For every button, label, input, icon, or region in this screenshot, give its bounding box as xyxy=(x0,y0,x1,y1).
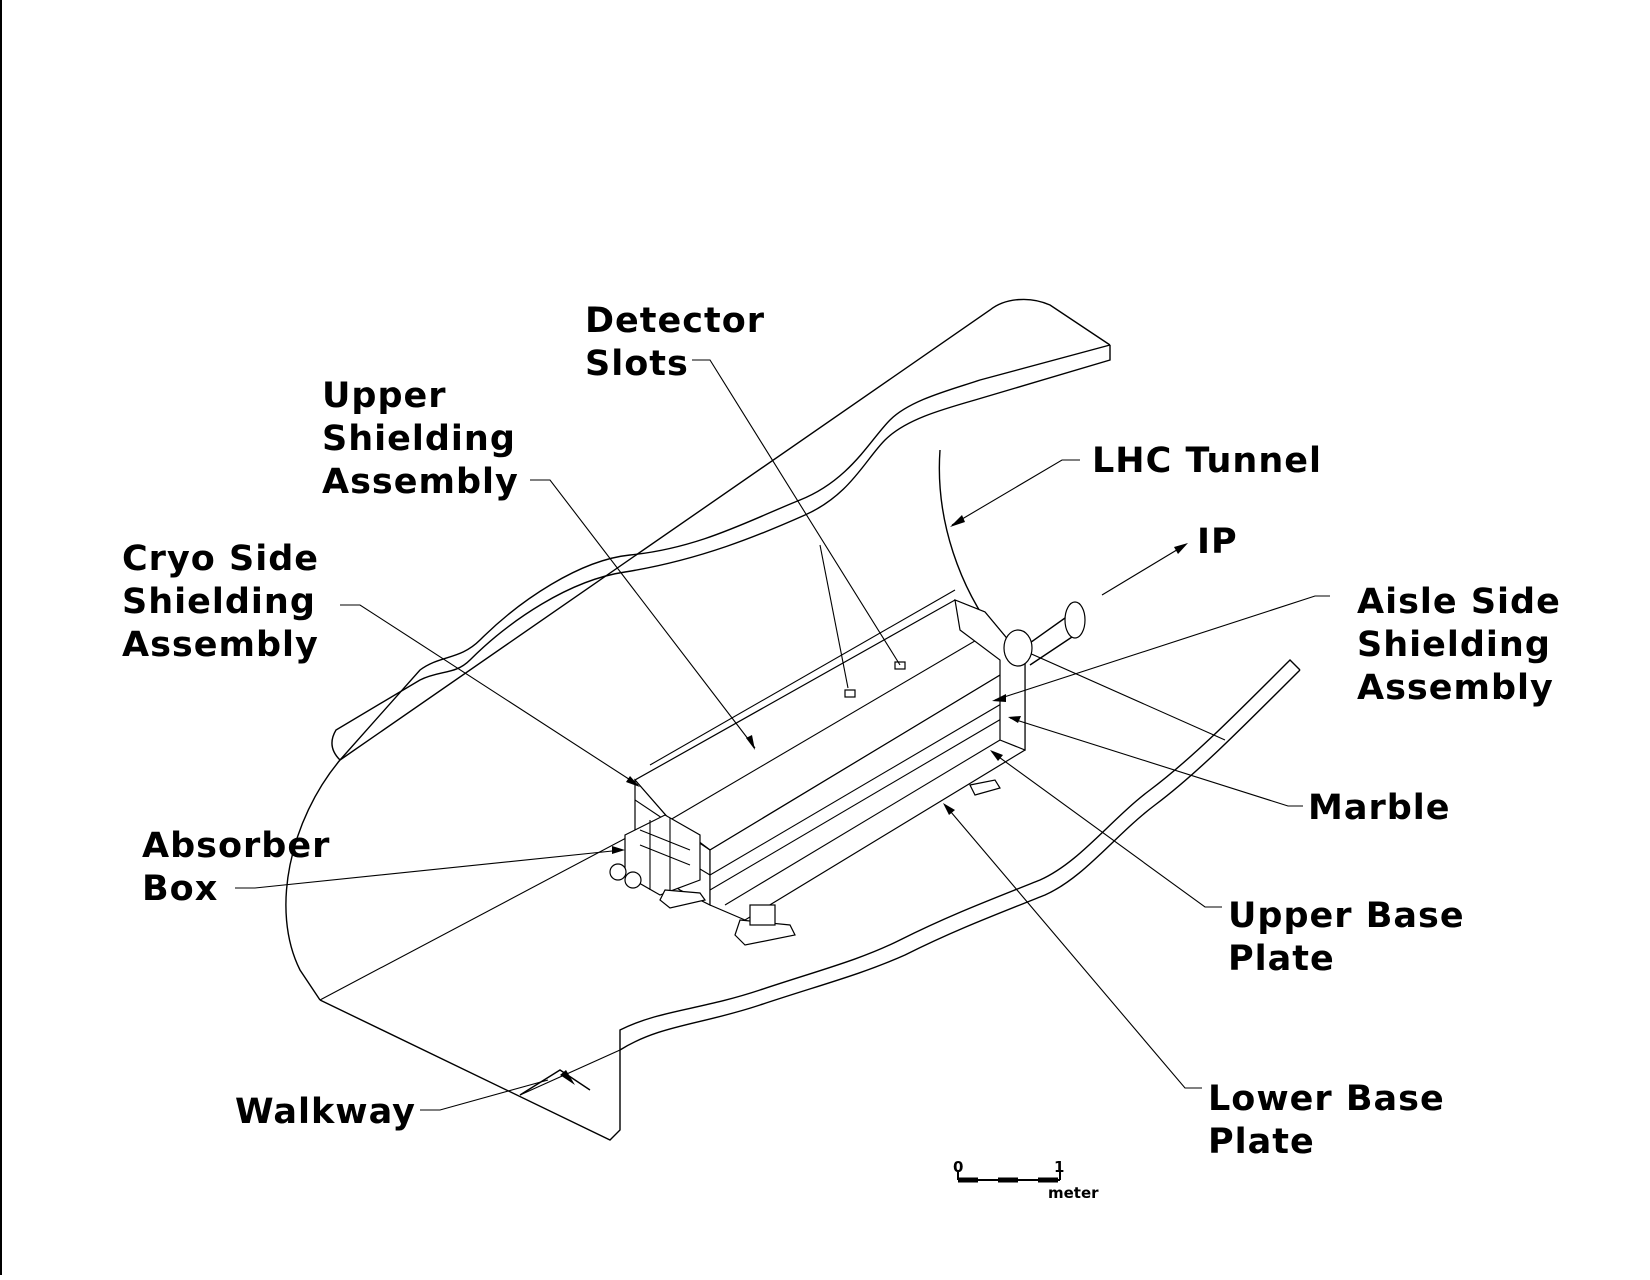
upper-base-plate-arrow xyxy=(990,750,1003,761)
label-detector-slots-1: Detector xyxy=(585,301,765,341)
cryo-side-leader xyxy=(340,604,639,786)
label-absorber-box-2: Box xyxy=(142,869,218,909)
support-foot-right xyxy=(969,779,1001,796)
label-upper-shielding-3: Assembly xyxy=(322,462,519,502)
lhc-tunnel-arrow xyxy=(950,515,965,527)
upper-base-plate-line xyxy=(709,689,1026,876)
label-absorber-box-1: Absorber xyxy=(142,826,330,866)
marble-arrow xyxy=(1008,716,1021,723)
lhc-tunnel-leader xyxy=(951,459,1080,526)
label-marble: Marble xyxy=(1308,788,1451,828)
tunnel-drawing xyxy=(285,298,1301,1141)
label-aisle-side-3: Assembly xyxy=(1357,668,1554,708)
beam-pipe-flange-ip xyxy=(1064,601,1086,639)
walkway-leader xyxy=(420,1079,549,1111)
labels: Detector Slots Upper Shielding Assembly … xyxy=(122,301,1561,1162)
beam-pipe-flange-1 xyxy=(609,863,627,881)
upper-shielding-ridge2 xyxy=(669,634,986,821)
aisle-side-leader xyxy=(994,595,1330,701)
detector-slots-leader-a xyxy=(692,359,901,666)
walkway-arrow xyxy=(560,1070,575,1085)
supports xyxy=(659,779,1001,946)
label-ip: IP xyxy=(1197,522,1238,562)
shielding-assembly xyxy=(634,589,1026,921)
lower-base-plate-line xyxy=(724,724,1026,906)
label-aisle-side-1: Aisle Side xyxy=(1357,582,1561,622)
support-foot-front xyxy=(734,919,796,946)
absorber-box-leader xyxy=(235,849,623,889)
scale-bar-unit-label: meter xyxy=(1048,1184,1099,1202)
tunnel-lower-cut-edge-back xyxy=(619,669,1301,1051)
assembly-side-face xyxy=(709,658,1026,921)
label-upper-base-plate-2: Plate xyxy=(1228,939,1335,979)
absorber-box-arrow xyxy=(612,846,625,854)
tunnel-lower-cut-edge xyxy=(619,659,1301,1050)
tunnel-upper-cut-edge-back xyxy=(331,345,1111,761)
scale-bar-start-label: 0 xyxy=(953,1158,963,1176)
leader-lines xyxy=(235,359,1330,1111)
beam-pipe-ring xyxy=(1003,629,1033,667)
detector-slots-leader-b xyxy=(819,544,849,689)
scale-bar-end-label: 1 xyxy=(1054,1158,1064,1176)
tunnel-upper-cut-edge xyxy=(339,344,1111,761)
upper-shielding-arrow xyxy=(746,735,755,750)
absorber-box-detail xyxy=(639,818,691,892)
ip-leader xyxy=(1101,544,1186,596)
lower-base-plate-arrow xyxy=(943,803,955,815)
scale-bar: 0 1 meter xyxy=(953,1158,1099,1202)
label-upper-base-plate-1: Upper Base xyxy=(1228,896,1465,936)
walkway-line xyxy=(519,1049,621,1096)
label-lower-base-plate-2: Plate xyxy=(1208,1122,1315,1162)
label-walkway: Walkway xyxy=(235,1092,416,1132)
lower-base-plate-leader xyxy=(944,804,1202,1089)
aisle-side-arrow xyxy=(992,694,1006,702)
label-upper-shielding-1: Upper xyxy=(322,376,447,416)
label-cryo-side-1: Cryo Side xyxy=(122,539,319,579)
label-aisle-side-2: Shielding xyxy=(1357,625,1551,665)
tunnel-left-arc xyxy=(285,759,341,1001)
detector-slot-2 xyxy=(894,661,906,670)
ip-beam-pipe xyxy=(1003,601,1086,667)
upper-shielding-ridge xyxy=(649,589,956,766)
tunnel-top-edge xyxy=(339,298,1111,761)
label-cryo-side-2: Shielding xyxy=(122,582,316,622)
label-lower-base-plate-1: Lower Base xyxy=(1208,1079,1445,1119)
beam-pipe-flange-2 xyxy=(624,871,642,889)
marble-line xyxy=(709,704,1026,891)
detector-slot-1 xyxy=(844,689,856,698)
support-post-front xyxy=(749,904,776,926)
label-detector-slots-2: Slots xyxy=(585,344,689,384)
label-upper-shielding-2: Shielding xyxy=(322,419,516,459)
upper-base-plate-leader xyxy=(991,751,1222,908)
support-foot-left xyxy=(659,889,707,909)
cryo-side-arrow xyxy=(626,776,640,787)
tunnel-bottom-edge xyxy=(319,999,621,1141)
aisle-side-endcap xyxy=(954,599,1026,751)
walkway-edge xyxy=(519,1069,591,1096)
label-lhc-tunnel: LHC Tunnel xyxy=(1092,441,1322,481)
label-cryo-side-3: Assembly xyxy=(122,625,319,665)
marble-leader xyxy=(1009,717,1303,807)
absorber-box xyxy=(609,814,701,896)
ip-arrow xyxy=(1174,543,1188,554)
upper-shielding-leader xyxy=(530,479,756,749)
